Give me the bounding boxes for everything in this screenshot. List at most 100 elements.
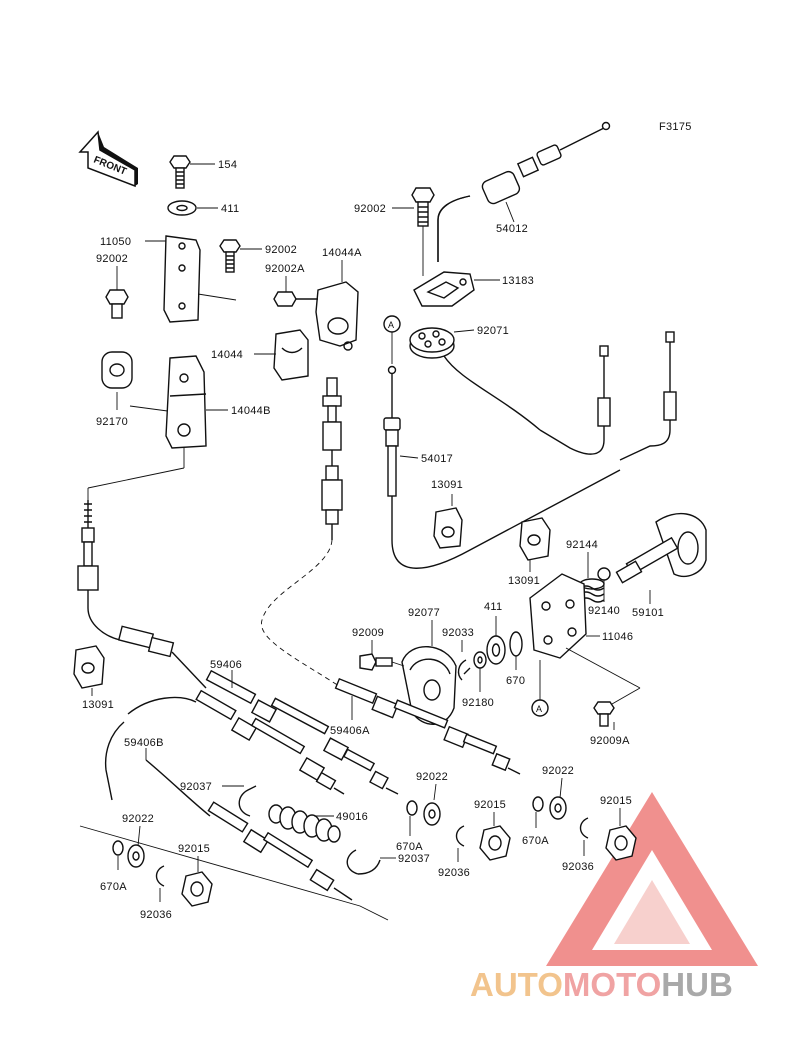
label-92037-a: 92037 — [180, 781, 212, 793]
cable-59406-icon — [171, 651, 399, 795]
washer-92022-c-icon — [127, 844, 145, 868]
bracket-14044B-icon — [165, 355, 207, 449]
nut-92015-b-icon — [605, 825, 637, 861]
grommet-92071-icon — [409, 327, 455, 359]
label-92002-top: 92002 — [354, 203, 386, 215]
nut-92015-a-icon — [479, 825, 511, 861]
lever-59101-icon — [615, 512, 707, 584]
bolt-92002A-icon — [273, 291, 318, 307]
label-13091-mid: 13091 — [431, 479, 463, 491]
clip-92036-c-icon — [155, 865, 165, 887]
label-92036-b: 92036 — [562, 861, 594, 873]
label-92015-a: 92015 — [474, 799, 506, 811]
label-92036-a: 92036 — [438, 867, 470, 879]
label-92009: 92009 — [352, 627, 384, 639]
clip-92036-a-icon — [455, 825, 465, 847]
label-11050: 11050 — [100, 236, 131, 248]
cable-59406A-icon — [334, 677, 521, 775]
label-59406: 59406 — [210, 659, 242, 671]
label-92002A: 92002A — [265, 263, 305, 275]
label-92071: 92071 — [477, 325, 509, 337]
clip-92037-b-icon — [346, 849, 381, 875]
grommet-92170-icon — [101, 351, 133, 389]
label-92022-b: 92022 — [542, 765, 574, 777]
washer-92180-icon — [473, 651, 487, 669]
ring-670-mid-icon — [509, 631, 523, 657]
ring-670A-a-icon — [406, 800, 418, 816]
ring-670A-b-icon — [532, 796, 544, 812]
label-92009A: 92009A — [590, 735, 630, 747]
label-670A-a: 670A — [396, 841, 423, 853]
label-92015-c: 92015 — [178, 843, 210, 855]
watermark-triangle-cut — [614, 880, 690, 944]
label-92036-c: 92036 — [140, 909, 172, 921]
bolt-92002-mid-icon — [219, 239, 241, 273]
label-13091-right: 13091 — [508, 575, 540, 587]
label-59406B: 59406B — [124, 737, 164, 749]
label-92180: 92180 — [462, 697, 494, 709]
cable-left-long-icon — [77, 500, 175, 658]
label-92140: 92140 — [588, 605, 620, 617]
svg-text:AUTOMOTOHUB: AUTOMOTOHUB — [470, 966, 733, 1003]
ring-670A-c-icon — [112, 840, 124, 856]
cable-54017-icon — [383, 365, 621, 569]
ball-92140-icon — [597, 567, 611, 581]
label-92037-b: 92037 — [398, 853, 430, 865]
ref-marker-a-lower — [531, 699, 549, 717]
cable-59406B-icon — [104, 689, 353, 901]
housing-11046-icon — [529, 573, 587, 659]
label-92015-b: 92015 — [600, 795, 632, 807]
watermark-logo — [546, 792, 758, 966]
nut-92015-c-icon — [181, 871, 213, 907]
label-92077: 92077 — [408, 607, 440, 619]
boot-49016-icon — [268, 804, 341, 843]
clip-92037-a-icon — [238, 785, 257, 817]
watermark-moto: MOTO — [563, 966, 661, 1003]
bolt-92002-top-icon — [411, 187, 435, 227]
washer-92022-a-icon — [423, 802, 441, 826]
cable-54012-icon — [437, 121, 611, 262]
front-arrow-icon: FRONT — [78, 130, 138, 188]
ref-marker-a-upper-label: A — [388, 320, 394, 330]
clamp-14044A-icon — [315, 281, 359, 351]
cam-92077-icon — [401, 646, 457, 725]
label-670A-c: 670A — [100, 881, 127, 893]
watermark-text: AUTOMOTOHUB — [470, 966, 733, 1003]
cable-fitting-upper-icon — [321, 377, 343, 525]
clip-92033-icon — [457, 659, 471, 681]
watermark-hub: HUB — [661, 966, 733, 1003]
washer-411-top-icon — [167, 200, 197, 216]
label-411-mid: 411 — [484, 601, 502, 613]
label-54012: 54012 — [496, 223, 528, 235]
label-154: 154 — [218, 159, 237, 171]
bolt-92002-left-icon — [105, 289, 129, 319]
label-49016: 49016 — [336, 811, 368, 823]
cable-right-pair-icon — [443, 331, 677, 461]
bolt-92009-icon — [359, 653, 393, 671]
clip-92036-b-icon — [579, 817, 589, 839]
label-92022-a: 92022 — [416, 771, 448, 783]
label-670-mid: 670 — [506, 675, 525, 687]
washer-92022-b-icon — [549, 796, 567, 820]
label-13183: 13183 — [502, 275, 534, 287]
label-54017: 54017 — [421, 453, 453, 465]
ref-marker-a-lower-label: A — [536, 704, 542, 714]
label-92002-left: 92002 — [96, 253, 128, 265]
label-411-top: 411 — [221, 203, 239, 215]
label-59101: 59101 — [632, 607, 664, 619]
label-92144: 92144 — [566, 539, 598, 551]
label-14044B: 14044B — [231, 405, 271, 417]
label-92170: 92170 — [96, 416, 128, 428]
label-92002-mid: 92002 — [265, 244, 297, 256]
watermark-auto: AUTO — [470, 966, 563, 1003]
block-13091-left-icon — [73, 645, 105, 689]
label-92033: 92033 — [442, 627, 474, 639]
block-13091-right-icon — [519, 517, 551, 561]
bolt-92009A-icon — [593, 701, 615, 727]
label-11046: 11046 — [602, 631, 633, 643]
block-13091-mid-icon — [433, 507, 463, 549]
figure-code: F3175 — [659, 121, 692, 133]
label-14044: 14044 — [211, 349, 243, 361]
plate-13183-icon — [413, 271, 475, 307]
